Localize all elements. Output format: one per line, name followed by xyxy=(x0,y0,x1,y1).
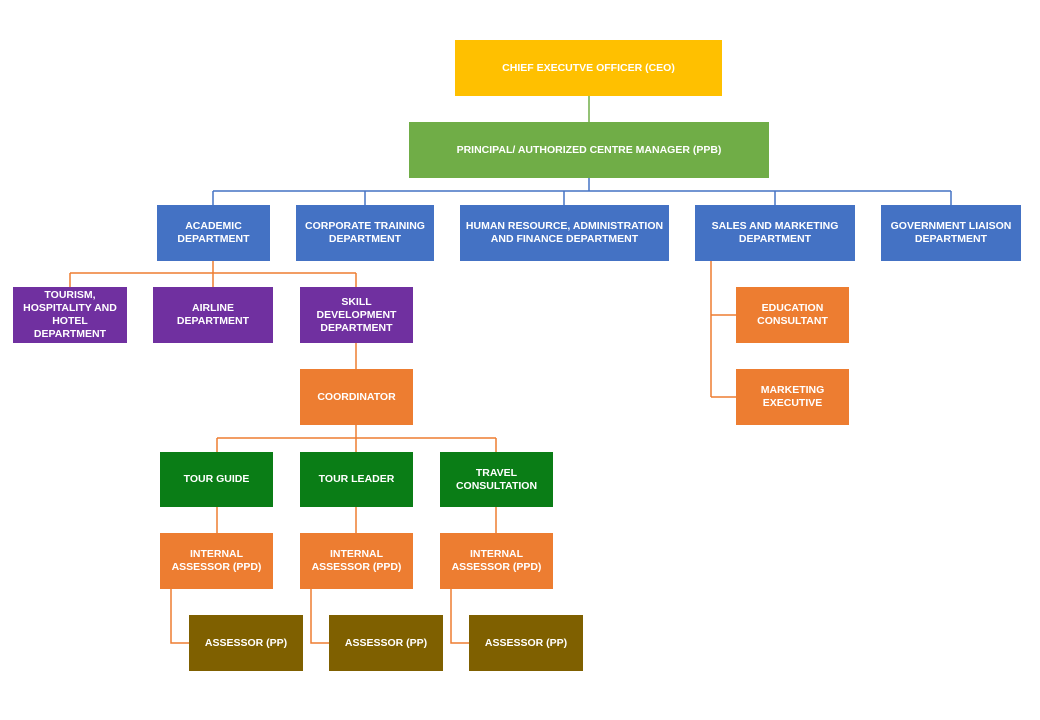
connector-academic-units xyxy=(69,261,357,287)
sales-marketing-department-box: SALES AND MARKETING DEPARTMENT xyxy=(695,205,855,261)
internal-assessor-box: INTERNAL ASSESSOR (PPD) xyxy=(300,533,413,589)
internal-assessor-label: INTERNAL ASSESSOR (PPD) xyxy=(171,548,262,573)
airline-department-label: AIRLINE DEPARTMENT xyxy=(176,302,250,327)
marketing-executive-box: MARKETING EXECUTIVE xyxy=(736,369,849,425)
marketing-executive-label: MARKETING EXECUTIVE xyxy=(760,384,825,409)
assessor-label: ASSESSOR (PP) xyxy=(344,636,428,649)
internal-assessor-label: INTERNAL ASSESSOR (PPD) xyxy=(311,548,402,573)
ceo-label: CHIEF EXECUTVE OFFICER (CEO) xyxy=(502,61,675,74)
assessor-label: ASSESSOR (PP) xyxy=(204,636,288,649)
internal-assessor-box: INTERNAL ASSESSOR (PPD) xyxy=(160,533,273,589)
corporate-training-department-label: CORPORATE TRAINING DEPARTMENT xyxy=(305,220,425,245)
connector-sales-roles xyxy=(710,261,736,398)
government-liaison-department-label: GOVERNMENT LIAISON DEPARTMENT xyxy=(890,220,1012,245)
connector-internal-assessor xyxy=(170,589,469,644)
ceo-box: CHIEF EXECUTVE OFFICER (CEO) xyxy=(455,40,722,96)
education-consultant-box: EDUCATION CONSULTANT xyxy=(736,287,849,343)
tour-leader-box: TOUR LEADER xyxy=(300,452,413,507)
skill-development-department-label: SKILL DEVELOPMENT DEPARTMENT xyxy=(316,295,397,334)
assessor-box: ASSESSOR (PP) xyxy=(189,615,303,671)
airline-department-box: AIRLINE DEPARTMENT xyxy=(153,287,273,343)
connector-departments xyxy=(212,178,952,205)
academic-department-box: ACADEMIC DEPARTMENT xyxy=(157,205,270,261)
coordinator-label: COORDINATOR xyxy=(317,390,396,403)
assessor-box: ASSESSOR (PP) xyxy=(329,615,443,671)
tour-guide-box: TOUR GUIDE xyxy=(160,452,273,507)
tourism-hospitality-department-label: TOURISM, HOSPITALITY AND HOTEL DEPARTMEN… xyxy=(23,289,117,340)
government-liaison-department-box: GOVERNMENT LIAISON DEPARTMENT xyxy=(881,205,1021,261)
sales-marketing-department-label: SALES AND MARKETING DEPARTMENT xyxy=(711,220,839,245)
internal-assessor-label: INTERNAL ASSESSOR (PPD) xyxy=(451,548,542,573)
education-consultant-label: EDUCATION CONSULTANT xyxy=(757,302,828,327)
principal-label: PRINCIPAL/ AUTHORIZED CENTRE MANAGER (PP… xyxy=(456,143,722,156)
assessor-box: ASSESSOR (PP) xyxy=(469,615,583,671)
assessor-label: ASSESSOR (PP) xyxy=(484,636,568,649)
connector-coordinator-roles xyxy=(216,425,497,452)
tour-guide-label: TOUR GUIDE xyxy=(183,473,250,485)
principal-box: PRINCIPAL/ AUTHORIZED CENTRE MANAGER (PP… xyxy=(409,122,769,178)
internal-assessor-box: INTERNAL ASSESSOR (PPD) xyxy=(440,533,553,589)
coordinator-box: COORDINATOR xyxy=(300,369,413,425)
skill-development-department-box: SKILL DEVELOPMENT DEPARTMENT xyxy=(300,287,413,343)
travel-consultation-box: TRAVEL CONSULTATION xyxy=(440,452,553,507)
tourism-hospitality-department-box: TOURISM, HOSPITALITY AND HOTEL DEPARTMEN… xyxy=(13,287,127,343)
connector-roles-internal xyxy=(216,507,497,533)
academic-department-label: ACADEMIC DEPARTMENT xyxy=(177,220,250,245)
hr-admin-finance-department-label: HUMAN RESOURCE, ADMINISTRATION AND FINAN… xyxy=(465,220,664,245)
travel-consultation-label: TRAVEL CONSULTATION xyxy=(455,466,538,492)
corporate-training-department-box: CORPORATE TRAINING DEPARTMENT xyxy=(296,205,434,261)
tour-leader-label: TOUR LEADER xyxy=(318,473,395,485)
hr-admin-finance-department-box: HUMAN RESOURCE, ADMINISTRATION AND FINAN… xyxy=(460,205,669,261)
